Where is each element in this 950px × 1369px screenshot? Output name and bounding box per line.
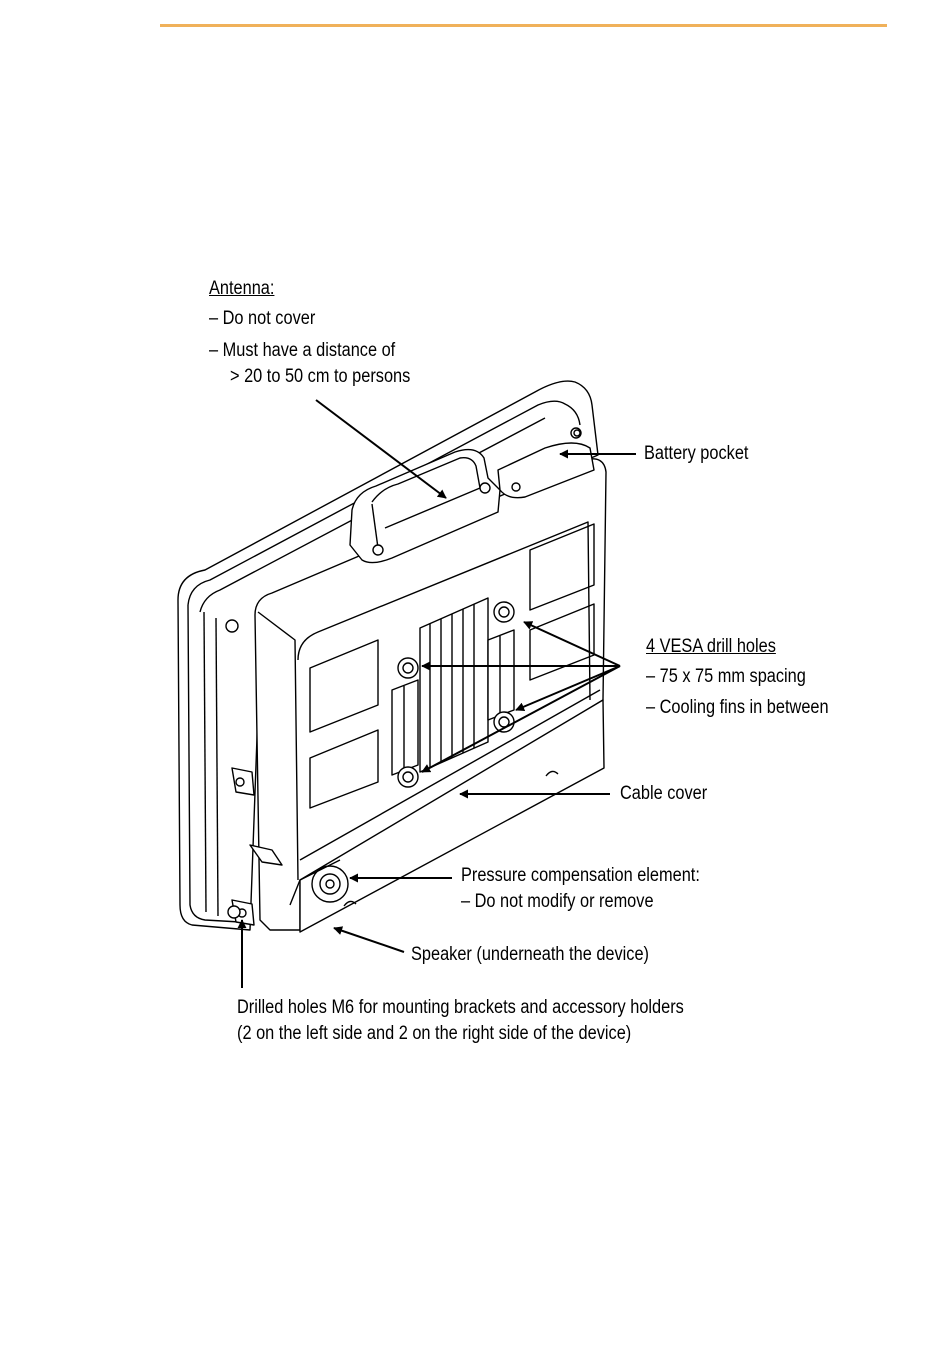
handle-screw-left [372,544,384,556]
bezel-left-edge [187,604,241,923]
antenna-item-1: – Do not cover [209,308,316,329]
cable-cover-notch-2 [343,900,357,907]
pressure-line-2: – Do not modify or remove [461,891,654,912]
front-bezel-inner [187,400,581,606]
vesa-holes [397,601,515,788]
pressure-element-mount [289,859,341,906]
side-panel-left-bottom [309,729,379,809]
drilled-holes-line-1: Drilled holes M6 for mounting brackets a… [237,997,684,1018]
pressure-line-1: Pressure compensation element: [461,865,700,886]
antenna-item-2-line-1: – Must have a distance of [209,340,396,361]
vesa-heading: 4 VESA drill holes [646,636,776,657]
antenna-heading: Antenna: [209,278,275,299]
carry-handle [349,448,501,564]
vesa-arrow-1 [523,621,621,667]
speaker-label: Speaker (underneath the device) [411,944,649,965]
handle-screw-right [479,482,491,494]
vesa-item-1: – 75 x 75 mm spacing [646,666,806,687]
battery-pocket [497,442,595,499]
rear-housing-inner [297,521,591,701]
left-bottom-screw [227,905,241,919]
antenna-item-2-line-2: > 20 to 50 cm to persons [230,366,411,387]
side-panel-left-top [309,639,379,733]
cooling-fins [391,597,515,776]
battery-top-screw [573,429,581,437]
header-rule [160,24,887,27]
carry-handle-grip [371,456,481,529]
bezel-left-edge-3 [215,617,219,917]
vesa-arrow-4 [421,665,621,773]
rear-housing-shelf [257,611,299,881]
device-drawing [177,380,607,933]
cable-cover-notch [545,770,559,777]
antenna-arrow [315,399,447,499]
side-slot [249,844,283,866]
bezel-screw-left [225,619,239,633]
carry-handle-grip-2 [371,503,379,549]
vesa-arrow-3 [515,665,621,711]
bezel-left-edge-2 [203,611,207,913]
drilled-holes-line-2: (2 on the left side and 2 on the right s… [237,1023,632,1044]
cable-cover [299,699,605,933]
cable-cover-edge [299,689,601,861]
battery-screw [511,482,521,492]
cable-cover-label: Cable cover [620,783,708,804]
pressure-element-core [325,879,335,889]
leader-arrows [237,399,636,988]
vesa-item-2: – Cooling fins in between [646,697,829,718]
speaker-arrow [333,926,405,953]
battery-pocket-label: Battery pocket [644,443,749,464]
side-panel-right-top [529,523,595,611]
front-bezel-inner-2 [199,417,546,613]
